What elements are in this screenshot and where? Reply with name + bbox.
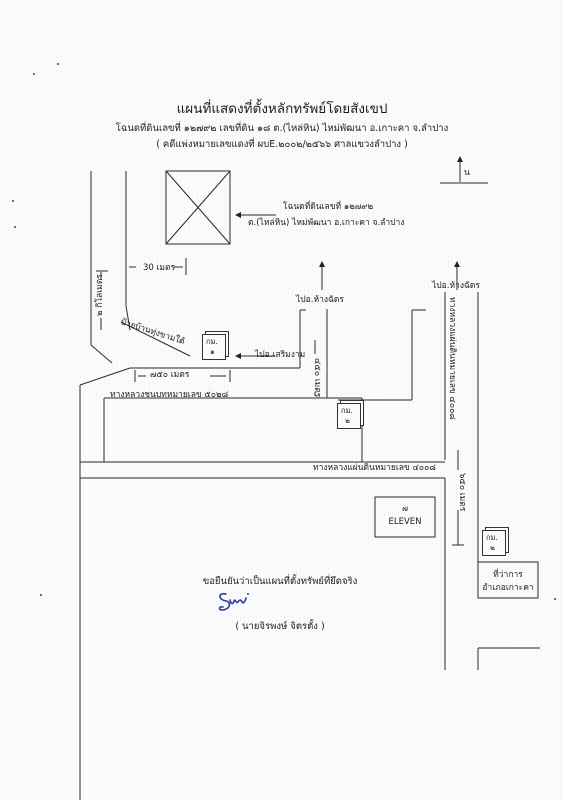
distance-30m-label: 30 เมตร [143, 263, 176, 273]
km-marker-1-label: กม. [206, 337, 218, 346]
seven-eleven-text: ELEVEN [388, 517, 422, 527]
km-marker-1-number: ๑ [210, 347, 215, 356]
district-office-outline [477, 561, 539, 599]
distance-750m-label: ๗๕๐ เมตร [150, 370, 190, 380]
district-office-line1: ที่ว่าการ [493, 570, 523, 580]
parcel-cross-2 [165, 170, 231, 245]
district-office-line2: อำเภอเกาะคา [482, 583, 534, 593]
parcel-label-line2: ต.(ไหล่หิน) ไหม่พัฒนา อ.เกาะคา จ.ลำปาง [248, 218, 405, 228]
seven-eleven-outline [374, 496, 436, 538]
km-marker-2-number: ๒ [345, 416, 350, 425]
parcel-label-line1: โฉนดที่ดินเลขที่ ๑๒๗๙๒ [283, 202, 374, 212]
to-hangchat-label-2: ไปอ.ห้างฉัตร [432, 281, 480, 291]
distance-2km-label: ๒ กิโลเมตร [95, 274, 105, 316]
certification-statement: ขอยืนยันว่าเป็นแผนที่ตั้งทรัพย์ที่ยึดจริ… [202, 576, 358, 587]
case-number: ( คดีแพ่งหมายเลขแดงที่ ผบE.๒๐๐๒/๒๕๖๖ ศาล… [156, 139, 408, 150]
village-sign-line [120, 321, 191, 357]
km-marker-3-number: ๒ [490, 543, 495, 552]
signer-name: ( นายจิรพงษ์ จิตรตั้ง ) [235, 621, 325, 632]
km-marker-3-label: กม. [486, 533, 498, 542]
km-marker-2-label: กม. [341, 406, 353, 415]
to-hangchat-label-1: ไปอ.ห้างฉัตร [296, 295, 344, 305]
to-sermngam-label: ไปอ.เสริมงาม [255, 350, 306, 360]
map-title: แผนที่แสดงที่ตั้งหลักทรัพย์โดยสังเขป [176, 101, 388, 117]
scan-speck [33, 73, 35, 75]
scan-speck [40, 594, 42, 596]
road-junction-edge [79, 367, 131, 386]
distance-650m-label: ๖๕๐ เมตร [457, 473, 467, 512]
seven-eleven-number: ๗ [401, 504, 408, 513]
road-4008-horizontal-label: ทางหลวงแผ่นดินหมายเลข ๔๐๐๘ [313, 463, 436, 473]
access-road-bend-left [90, 344, 113, 364]
scan-speck [12, 200, 14, 202]
scan-speck [57, 63, 59, 65]
km-marker-3: กม. ๒ [482, 530, 506, 556]
distance-450m-label: ๔๕๐ เมตร [312, 358, 322, 398]
road-4008-vertical-label: ทางหลวงแผ่นดินหมายเลข ๔๐๐๘ [447, 297, 457, 420]
km-marker-2: กม. ๒ [337, 403, 361, 429]
deed-description: โฉนดที่ดินเลขที่ ๑๒๗๙๒ เลขที่ดิน ๑๘ ต.(ไ… [115, 123, 449, 134]
signature [218, 592, 249, 611]
scan-speck [554, 598, 556, 600]
north-label: น [464, 168, 470, 178]
road-5028-label: ทางหลวงชนบทหมายเลข ๕๐๒๘ [110, 390, 229, 400]
scan-speck [14, 226, 16, 228]
parcel-outline [165, 170, 231, 245]
km-marker-1: กม. ๑ [202, 334, 226, 360]
